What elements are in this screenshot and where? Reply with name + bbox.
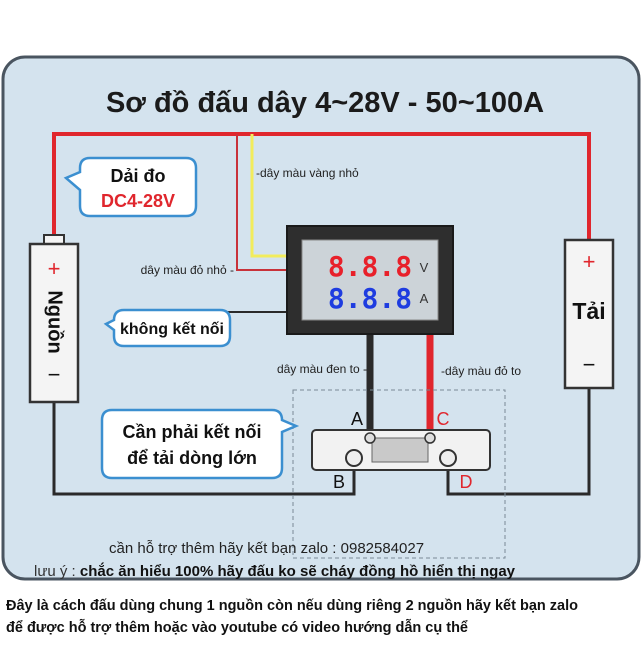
wire-black-source-minus [52, 399, 356, 496]
label-thick-black-wire: dây màu đen to - [277, 362, 367, 376]
no-connect-text: không kết nối [120, 321, 224, 338]
shunt-note-line2: để tải dòng lớn [127, 448, 257, 468]
amp-digits: 8.8.8 [328, 282, 412, 315]
footer-line-2: để được hỗ trợ thêm hoặc vào youtube có … [6, 620, 468, 636]
range-label: Dải đo [110, 166, 165, 186]
shunt-bolt-c [424, 432, 436, 444]
terminal-a: A [351, 409, 363, 429]
shunt-dashed-frame [292, 389, 506, 559]
amp-unit: A [420, 291, 429, 306]
shunt-note-callout: Cần phải kết nối để tải dòng lớn [100, 408, 300, 480]
terminal-c: C [437, 409, 450, 429]
shunt-bolt-d [439, 449, 457, 467]
footer-line-1: Đây là cách đấu dùng chung 1 nguồn còn n… [6, 598, 578, 614]
label-thick-red-wire: -dây màu đỏ to [441, 364, 521, 378]
wire-yellow-small [250, 134, 290, 258]
warning-line: lưu ý : chắc ăn hiểu 100% hãy đấu ko sẽ … [34, 562, 516, 580]
voltmeter-ammeter: 8.8.8 V 8.8.8 A [286, 225, 454, 335]
volt-unit: V [420, 260, 429, 275]
shunt-note-line1: Cần phải kết nối [122, 422, 261, 442]
load-label: Tải [572, 298, 605, 324]
terminal-b: B [333, 472, 345, 492]
terminal-d: D [460, 472, 473, 492]
no-connect-callout: không kết nối [103, 308, 232, 348]
source-minus-sign: − [48, 362, 61, 387]
load-box: + Tải − [563, 238, 615, 390]
source-label: Nguồn [44, 290, 66, 353]
source-plus-sign: + [48, 256, 61, 281]
wiring-diagram: Sơ đồ đấu dây 4~28V - 50~100A + Nguồn − … [0, 54, 644, 584]
wire-black-load-minus [446, 389, 591, 496]
support-text: cần hỗ trợ thêm hãy kết bạn zalo : 09825… [109, 540, 424, 557]
wire-red-small [236, 134, 290, 271]
volt-digits: 8.8.8 [328, 250, 412, 283]
label-small-red-wire: dây màu đỏ nhỏ - [141, 263, 234, 277]
warning-prefix: lưu ý : [34, 563, 80, 580]
shunt-bolt-b [345, 449, 363, 467]
warning-text: chắc ăn hiểu 100% hãy đấu ko sẽ cháy đồn… [80, 562, 516, 580]
diagram-title: Sơ đồ đấu dây 4~28V - 50~100A [106, 87, 544, 119]
wire-red-top [52, 132, 591, 242]
range-callout: Dải đo DC4-28V [63, 156, 198, 218]
label-small-yellow-wire: -dây màu vàng nhỏ [256, 166, 359, 180]
range-value: DC4-28V [101, 191, 175, 211]
wiring-diagram-svg: Sơ đồ đấu dây 4~28V - 50~100A + Nguồn − … [1, 55, 641, 581]
shunt-resistor: A C B D [292, 389, 506, 559]
load-plus-sign: + [583, 249, 596, 274]
source-battery: + Nguồn − [28, 234, 80, 404]
load-minus-sign: − [583, 352, 596, 377]
shunt-bolt-a [364, 432, 376, 444]
